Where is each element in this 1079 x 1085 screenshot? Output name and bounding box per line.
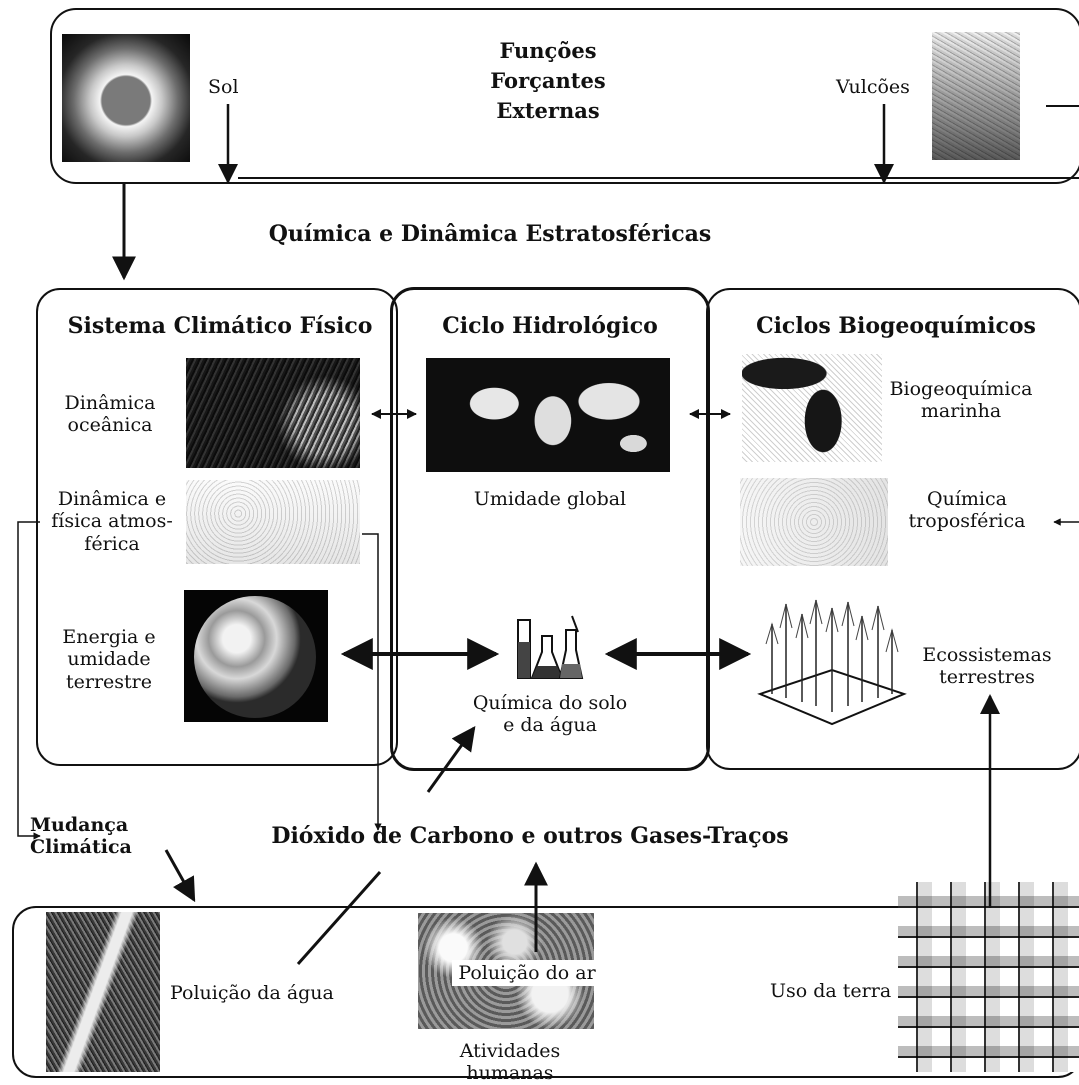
world-map-humidity-icon [426, 358, 670, 472]
atmosphere-photo-icon [186, 480, 360, 564]
biogeochemical-cycles-box [706, 288, 1079, 770]
sun-label: Sol [208, 76, 239, 98]
air-pollution-label: Poluição do ar [452, 960, 602, 987]
volcano-photo-icon [932, 32, 1020, 160]
global-humidity-label: Umidade global [473, 488, 627, 510]
river-satellite-photo-icon [46, 912, 160, 1072]
water-pollution-label: Poluição da água [170, 982, 334, 1004]
atmosphere-dynamics-label: Dinâmica e física atmos- férica [51, 488, 173, 555]
florida-map-icon [742, 354, 882, 462]
external-forcings-box [50, 8, 1079, 184]
lab-flasks-icon [512, 612, 588, 686]
land-use-label: Uso da terra [770, 980, 892, 1002]
marine-biogeochemistry-label: Biogeoquímica marinha [889, 378, 1033, 423]
land-energy-label: Energia e umidade terrestre [62, 626, 156, 693]
soil-water-chemistry-label: Química do solo e da água [472, 692, 628, 737]
external-forcings-title: Funções Forçantes Externas [490, 38, 606, 123]
hydrological-cycle-title: Ciclo Hidrológico [442, 313, 658, 339]
hydrological-cycle-box [390, 287, 710, 771]
physical-climate-system-box [36, 288, 398, 766]
earth-globe-photo-icon [184, 590, 328, 722]
ocean-wave-photo-icon [186, 358, 360, 468]
volcano-label: Vulcões [836, 76, 910, 98]
stratosphere-label: Química e Dinâmica Estratosféricas [268, 221, 712, 247]
troposphere-photo-icon [740, 478, 888, 566]
human-activities-box [12, 906, 1079, 1078]
terrestrial-ecosystems-label: Ecossistemas terrestres [922, 644, 1052, 689]
land-use-photo-icon [898, 882, 1079, 1072]
climate-change-label: Mudança Climática [30, 814, 132, 859]
forest-ecosystem-icon [752, 594, 912, 728]
tropospheric-chemistry-label: Química troposférica [908, 488, 1026, 533]
human-activities-caption: Atividades humanas [459, 1040, 561, 1085]
sun-corona-photo-icon [62, 34, 190, 162]
biogeochemical-title: Ciclos Biogeoquímicos [756, 313, 1036, 339]
co2-trace-gases-label: Dióxido de Carbono e outros Gases-Traços [271, 823, 789, 849]
ocean-dynamics-label: Dinâmica oceânica [64, 392, 156, 437]
physical-system-title: Sistema Climático Físico [67, 313, 373, 339]
